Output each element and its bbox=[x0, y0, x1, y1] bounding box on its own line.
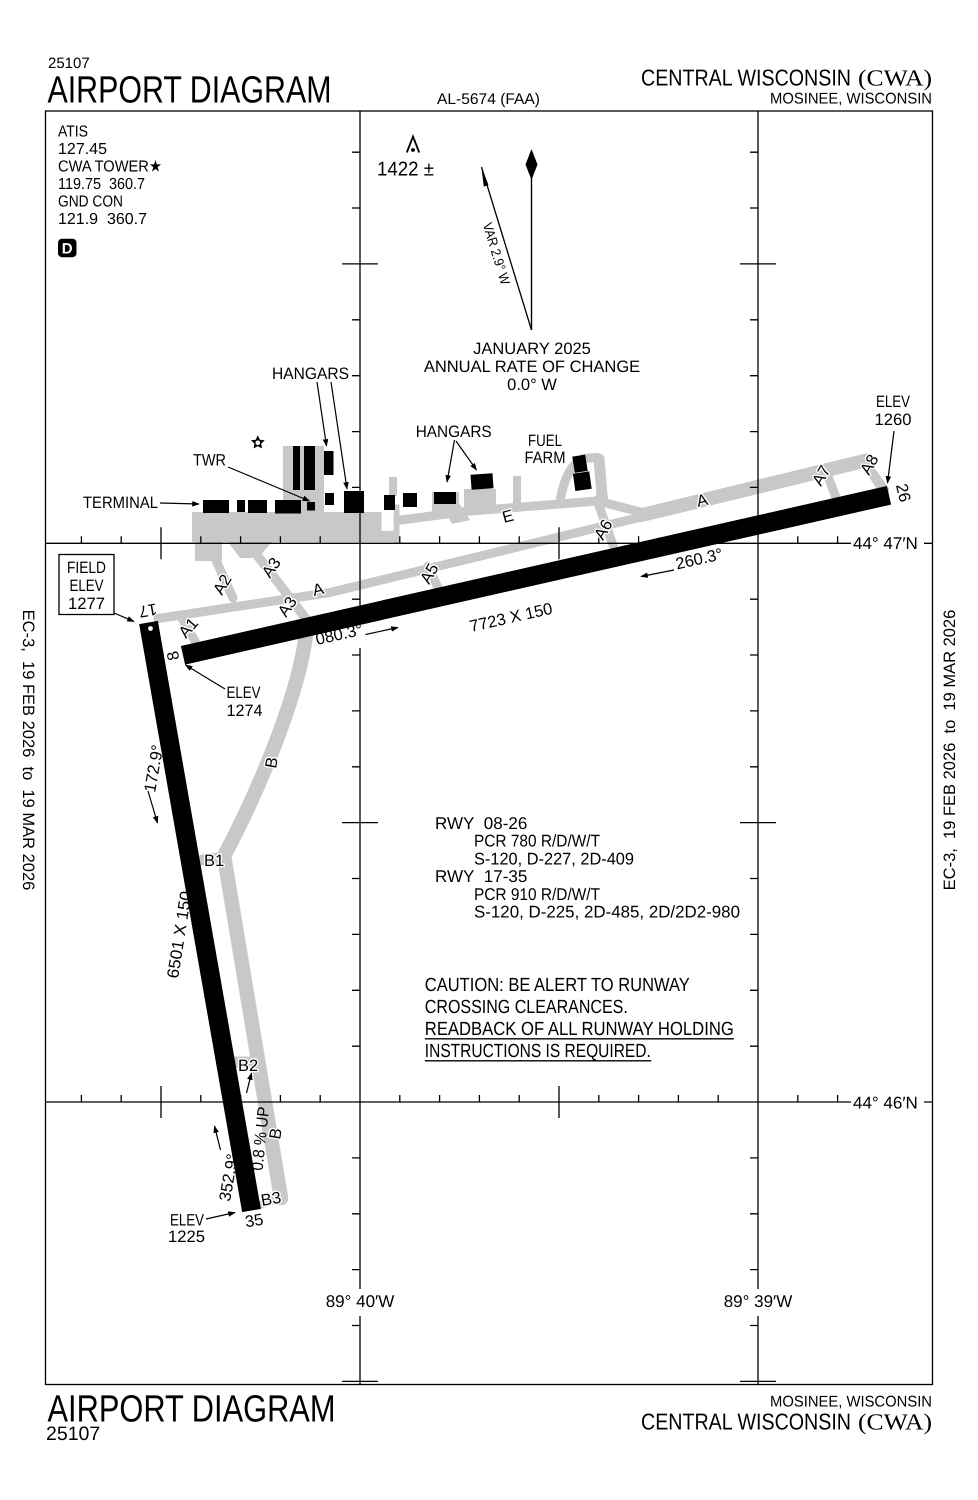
svg-text:RWY 17-35: RWY 17-35 bbox=[435, 867, 527, 886]
svg-text:26: 26 bbox=[892, 482, 914, 504]
svg-text:25107: 25107 bbox=[46, 1423, 100, 1445]
svg-text:EC-3, 19 FEB 2026 to 19 MAR: EC-3, 19 FEB 2026 to 19 MAR 2026 bbox=[19, 610, 37, 891]
svg-text:ANNUAL RATE OF CHANGE: ANNUAL RATE OF CHANGE bbox=[424, 358, 640, 376]
svg-text:FUEL: FUEL bbox=[528, 432, 562, 450]
svg-text:127.45: 127.45 bbox=[58, 141, 107, 158]
svg-text:GND CON: GND CON bbox=[58, 194, 123, 211]
svg-text:1225: 1225 bbox=[168, 1228, 205, 1246]
svg-text:HANGARS: HANGARS bbox=[272, 365, 349, 383]
svg-text:AIRPORT DIAGRAM: AIRPORT DIAGRAM bbox=[48, 1389, 336, 1431]
svg-text:ELEV: ELEV bbox=[227, 684, 261, 702]
svg-text:CAUTION: BE ALERT TO RUNWAY: CAUTION: BE ALERT TO RUNWAY bbox=[425, 975, 690, 996]
svg-text:CWA TOWER★: CWA TOWER★ bbox=[58, 159, 162, 176]
svg-text:ELEV: ELEV bbox=[170, 1212, 204, 1230]
svg-text:AIRPORT DIAGRAM: AIRPORT DIAGRAM bbox=[48, 70, 332, 112]
svg-text:PCR 780 R/D/W/T: PCR 780 R/D/W/T bbox=[474, 832, 600, 851]
svg-text:PCR 910 R/D/W/T: PCR 910 R/D/W/T bbox=[474, 885, 600, 904]
svg-text:CROSSING CLEARANCES.: CROSSING CLEARANCES. bbox=[425, 997, 628, 1018]
svg-text:S-120, D-225, 2D-485, 2D/2D2-9: S-120, D-225, 2D-485, 2D/2D2-980 bbox=[474, 903, 740, 922]
svg-text:TERMINAL: TERMINAL bbox=[83, 494, 158, 512]
svg-text:B3: B3 bbox=[260, 1189, 283, 1210]
svg-text:0.0° W: 0.0° W bbox=[507, 376, 557, 394]
svg-text:ATIS: ATIS bbox=[58, 124, 88, 141]
svg-text:1422 ±: 1422 ± bbox=[377, 159, 434, 181]
svg-text:B1: B1 bbox=[204, 852, 224, 870]
svg-text:MOSINEE, WISCONSIN: MOSINEE, WISCONSIN bbox=[770, 1393, 932, 1410]
svg-text:44° 47′N: 44° 47′N bbox=[853, 534, 918, 553]
svg-text:FARM: FARM bbox=[525, 449, 566, 467]
svg-text:D: D bbox=[62, 241, 73, 258]
svg-text:TWR: TWR bbox=[193, 452, 226, 470]
svg-text:CENTRAL WISCONSIN: CENTRAL WISCONSIN bbox=[641, 1409, 851, 1435]
svg-text:B: B bbox=[262, 756, 282, 770]
svg-text:119.75 360.7: 119.75 360.7 bbox=[58, 176, 145, 193]
svg-text:CENTRAL WISCONSIN: CENTRAL WISCONSIN bbox=[641, 65, 851, 91]
svg-text:89° 40′W: 89° 40′W bbox=[326, 1292, 395, 1311]
svg-text:ELEV: ELEV bbox=[70, 577, 104, 595]
svg-text:HANGARS: HANGARS bbox=[416, 423, 492, 441]
svg-text:B2: B2 bbox=[238, 1057, 258, 1075]
svg-text:17: 17 bbox=[137, 599, 158, 620]
svg-text:89° 39′W: 89° 39′W bbox=[724, 1292, 793, 1311]
svg-text:B: B bbox=[266, 1127, 286, 1141]
svg-text:INSTRUCTIONS IS REQUIRED.: INSTRUCTIONS IS REQUIRED. bbox=[425, 1041, 651, 1062]
svg-text:25107: 25107 bbox=[48, 55, 90, 72]
svg-text:8: 8 bbox=[164, 649, 184, 662]
svg-text:ELEV: ELEV bbox=[876, 393, 910, 411]
svg-text:1260: 1260 bbox=[875, 411, 912, 429]
svg-text:121.9 360.7: 121.9 360.7 bbox=[58, 211, 147, 228]
svg-text:EC-3, 19 FEB 2026 to 19 MAR: EC-3, 19 FEB 2026 to 19 MAR 2026 bbox=[941, 610, 959, 891]
svg-text:35: 35 bbox=[244, 1211, 265, 1232]
svg-text:AL-5674 (FAA): AL-5674 (FAA) bbox=[437, 91, 540, 108]
svg-text:RWY 08-26: RWY 08-26 bbox=[435, 814, 527, 833]
svg-text:JANUARY 2025: JANUARY 2025 bbox=[473, 340, 591, 358]
svg-text:(CWA): (CWA) bbox=[858, 66, 932, 91]
svg-text:S-120, D-227, 2D-409: S-120, D-227, 2D-409 bbox=[474, 849, 634, 868]
svg-text:FIELD: FIELD bbox=[67, 559, 106, 577]
svg-text:1274: 1274 bbox=[227, 702, 263, 720]
svg-text:1277: 1277 bbox=[68, 595, 105, 613]
svg-text:(CWA): (CWA) bbox=[858, 1410, 932, 1435]
svg-text:MOSINEE, WISCONSIN: MOSINEE, WISCONSIN bbox=[770, 91, 932, 108]
svg-text:READBACK OF ALL RUNWAY HOLDING: READBACK OF ALL RUNWAY HOLDING bbox=[425, 1019, 734, 1040]
svg-text:44° 46′N: 44° 46′N bbox=[853, 1094, 918, 1113]
